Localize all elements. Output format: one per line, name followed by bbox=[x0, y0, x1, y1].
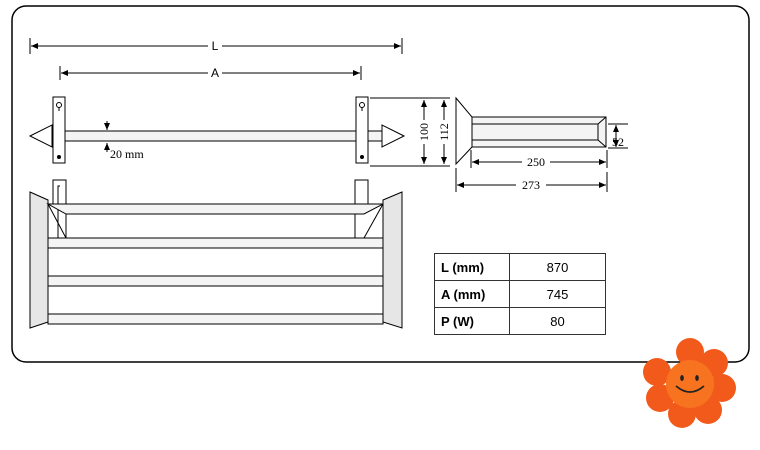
dimension-L-label: L bbox=[212, 39, 219, 53]
dimension-bar-thickness: 20 mm bbox=[104, 121, 144, 161]
spec-value: 745 bbox=[509, 280, 606, 308]
spec-key: A (mm) bbox=[434, 280, 510, 308]
front-view bbox=[28, 96, 406, 164]
spec-value: 870 bbox=[509, 253, 606, 281]
height-100-label: 100 bbox=[417, 123, 431, 141]
spec-table: L (mm) 870 A (mm) 745 P (W) 80 bbox=[434, 253, 606, 335]
bar-thickness-label: 20 mm bbox=[110, 147, 144, 161]
height-112-label: 112 bbox=[437, 123, 451, 141]
dimension-heights bbox=[370, 97, 452, 167]
dimension-52 bbox=[608, 123, 628, 149]
dimension-A-label: A bbox=[211, 66, 219, 80]
diagram-frame bbox=[11, 5, 750, 363]
side-view bbox=[455, 96, 607, 166]
flower-icon bbox=[643, 338, 736, 428]
dimension-L: L bbox=[29, 38, 403, 54]
spec-value: 80 bbox=[509, 307, 606, 335]
depth-273-label: 273 bbox=[522, 178, 540, 192]
depth-52-label: 52 bbox=[612, 135, 624, 149]
depth-250-label: 250 bbox=[527, 155, 545, 169]
spec-row-power: P (W) 80 bbox=[434, 307, 606, 335]
spec-key: L (mm) bbox=[434, 253, 510, 281]
spec-row-spacing: A (mm) 745 bbox=[434, 280, 606, 308]
spec-key: P (W) bbox=[434, 307, 510, 335]
top-view bbox=[29, 179, 403, 329]
dimension-250 bbox=[470, 150, 608, 169]
dimension-273 bbox=[455, 168, 608, 192]
dimension-A: A bbox=[59, 66, 362, 80]
spec-row-length: L (mm) 870 bbox=[434, 253, 606, 281]
